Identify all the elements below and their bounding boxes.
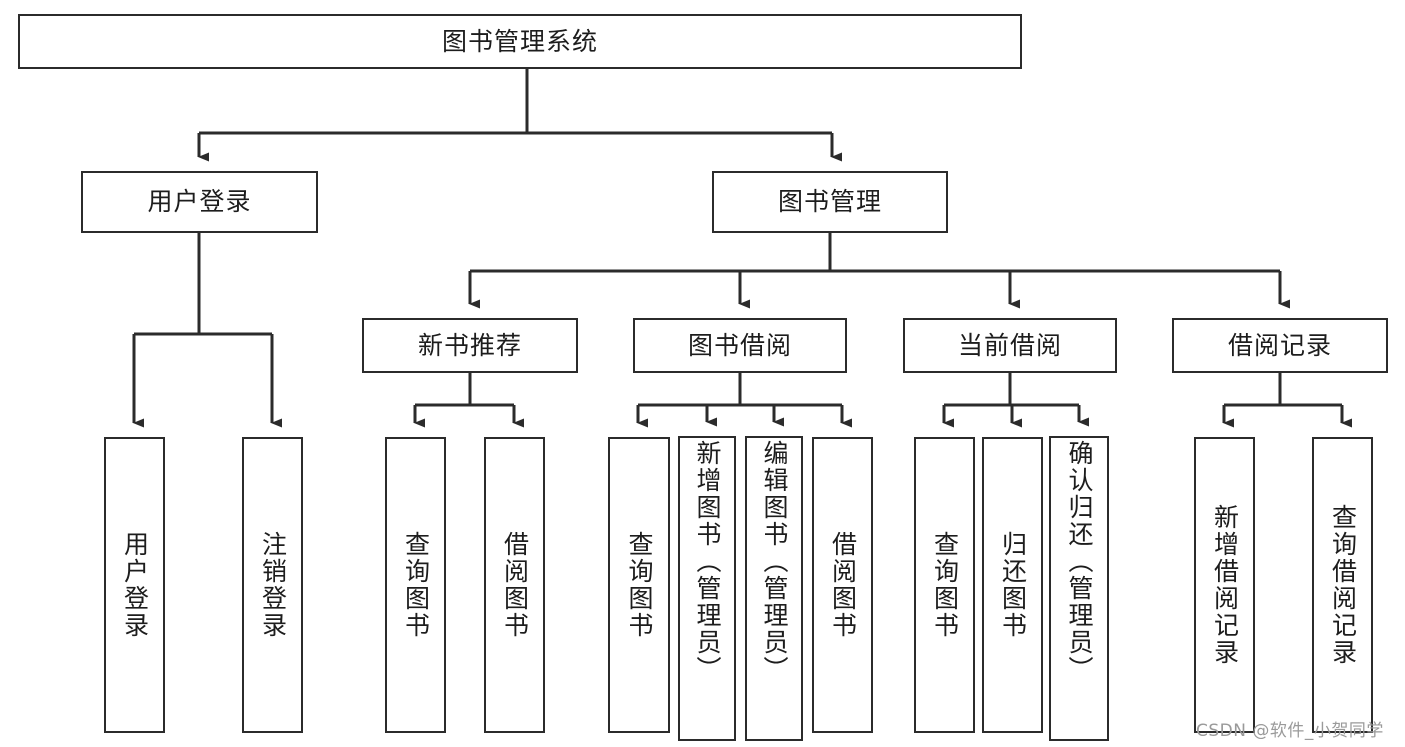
node-user-login[interactable]: 用户登录 — [81, 171, 318, 233]
node-user-login-label: 用户登录 — [147, 187, 252, 216]
leaf-logout-label: 注销登录 — [258, 531, 288, 639]
leaf-borrow-book-new[interactable]: 借阅图书 — [484, 437, 545, 733]
node-book-manage[interactable]: 图书管理 — [712, 171, 948, 233]
leaf-confirm-return-admin-label: 确认归还（管理员） — [1065, 440, 1094, 683]
leaf-add-borrow-record[interactable]: 新增借阅记录 — [1194, 437, 1255, 733]
leaf-add-borrow-record-label: 新增借阅记录 — [1210, 504, 1240, 666]
leaf-borrow-book-label: 借阅图书 — [828, 531, 858, 639]
leaf-query-book-borrow-label: 查询图书 — [625, 531, 654, 639]
leaf-return-book-label: 归还图书 — [998, 531, 1028, 639]
node-new-book-recommend[interactable]: 新书推荐 — [362, 318, 578, 373]
leaf-confirm-return-admin[interactable]: 确认归还（管理员） — [1049, 436, 1109, 741]
leaf-user-login[interactable]: 用户登录 — [104, 437, 165, 733]
leaf-borrow-book[interactable]: 借阅图书 — [812, 437, 873, 733]
leaf-query-borrow-record[interactable]: 查询借阅记录 — [1312, 437, 1373, 733]
leaf-query-borrow-record-label: 查询借阅记录 — [1328, 504, 1358, 666]
node-new-book-recommend-label: 新书推荐 — [417, 330, 522, 360]
node-root-label: 图书管理系统 — [441, 26, 598, 56]
node-current-borrow-label: 当前借阅 — [957, 330, 1062, 360]
leaf-query-book-new-label: 查询图书 — [401, 531, 431, 639]
leaf-query-book-current-label: 查询图书 — [930, 531, 960, 639]
node-book-borrow-label: 图书借阅 — [687, 330, 792, 360]
node-current-borrow[interactable]: 当前借阅 — [903, 318, 1117, 373]
leaf-edit-book-admin[interactable]: 编辑图书（管理员） — [745, 436, 803, 741]
leaf-add-book-admin[interactable]: 新增图书（管理员） — [678, 436, 736, 741]
leaf-query-book-borrow[interactable]: 查询图书 — [608, 437, 670, 733]
leaf-edit-book-admin-label: 编辑图书（管理员） — [760, 440, 789, 683]
node-book-manage-label: 图书管理 — [777, 187, 882, 216]
leaf-logout[interactable]: 注销登录 — [242, 437, 303, 733]
leaf-borrow-book-new-label: 借阅图书 — [500, 531, 530, 639]
node-borrow-record-label: 借阅记录 — [1227, 330, 1332, 360]
watermark-text: CSDN @软件_小贺同学 — [1196, 721, 1384, 741]
node-book-borrow[interactable]: 图书借阅 — [633, 318, 847, 373]
leaf-query-book-current[interactable]: 查询图书 — [914, 437, 975, 733]
leaf-query-book-new[interactable]: 查询图书 — [385, 437, 446, 733]
node-borrow-record[interactable]: 借阅记录 — [1172, 318, 1388, 373]
leaf-user-login-label: 用户登录 — [120, 531, 150, 639]
node-root[interactable]: 图书管理系统 — [18, 14, 1022, 69]
leaf-add-book-admin-label: 新增图书（管理员） — [693, 440, 722, 683]
leaf-return-book[interactable]: 归还图书 — [982, 437, 1043, 733]
